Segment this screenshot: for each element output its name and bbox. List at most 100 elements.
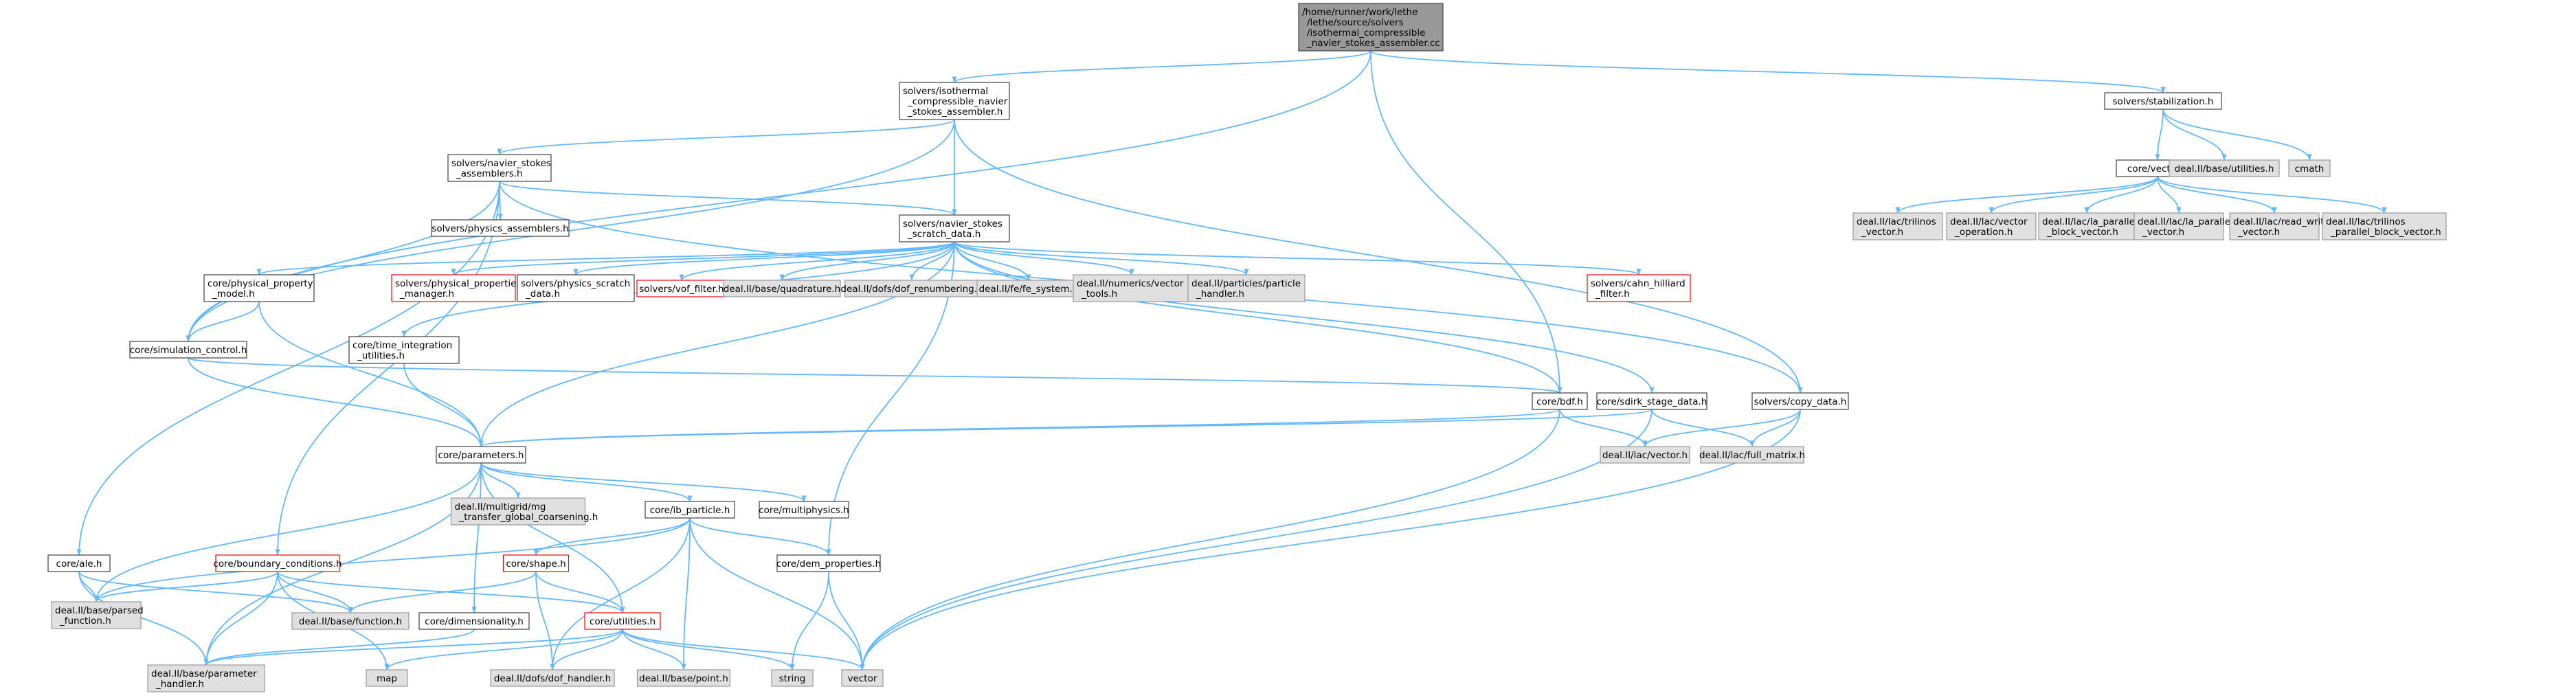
node-vof-filter[interactable]: solvers/vof_filter.h bbox=[636, 280, 727, 297]
node-label: _handler.h bbox=[1196, 289, 1244, 300]
edge-nssd-h-to-vof-filter bbox=[679, 241, 955, 281]
node-label: deal.II/fe/fe_system.h bbox=[979, 284, 1079, 295]
node-box bbox=[1600, 446, 1690, 464]
node-full-matrix: deal.II/lac/full_matrix.h bbox=[1699, 446, 1805, 464]
edge-sdirk-to-std-vector bbox=[860, 409, 1653, 670]
node-sdirk[interactable]: core/sdirk_stage_data.h bbox=[1596, 392, 1707, 410]
node-time-int[interactable]: core/time_integration_utilities.h bbox=[348, 336, 460, 364]
node-string: string bbox=[771, 669, 814, 687]
node-phys-assemblers[interactable]: solvers/physics_assemblers.h bbox=[431, 219, 570, 237]
node-label: deal.II/lac/trilinos bbox=[2326, 216, 2406, 227]
node-label: deal.II/lac/vector bbox=[1950, 216, 2028, 227]
edge-iso-h-to-sim-control bbox=[186, 119, 955, 342]
edge-ib-particle-to-dem-props bbox=[689, 517, 831, 556]
node-label: core/boundary_conditions.h bbox=[213, 558, 341, 569]
node-iso-h[interactable]: solvers/isothermal_compressible_navier_s… bbox=[899, 82, 1010, 120]
edge-ale-to-base-fn bbox=[78, 571, 353, 613]
node-bdf[interactable]: core/bdf.h bbox=[1532, 392, 1588, 410]
node-box bbox=[129, 341, 247, 359]
node-label: deal.II/lac/read_write bbox=[2233, 216, 2330, 227]
node-point: deal.II/base/point.h bbox=[636, 669, 731, 687]
node-box bbox=[1852, 212, 1943, 240]
node-label: vector bbox=[848, 673, 877, 684]
node-label: _vector.h bbox=[2142, 227, 2184, 238]
node-label: core/parameters.h bbox=[438, 450, 524, 461]
edge-time-int-to-parameters bbox=[403, 363, 484, 447]
node-label: _utilities.h bbox=[357, 350, 405, 361]
node-box bbox=[431, 219, 570, 237]
node-label: deal.II/base/point.h bbox=[639, 673, 728, 684]
node-phys-prop-mgr[interactable]: solvers/physical_properties_manager.h bbox=[391, 274, 521, 302]
edge-vector-core-to-vector-operation bbox=[1989, 176, 2158, 214]
node-box bbox=[1587, 274, 1691, 302]
edge-ib-particle-to-std-vector bbox=[689, 517, 865, 670]
node-copy-h[interactable]: solvers/copy_data.h bbox=[1751, 392, 1849, 410]
node-la-par-block: deal.II/lac/la_parallel_block_vector.h bbox=[2038, 212, 2138, 240]
node-root[interactable]: /home/runner/work/lethe/lethe/source/sol… bbox=[1298, 3, 1444, 52]
node-boundary[interactable]: core/boundary_conditions.h bbox=[213, 554, 342, 572]
edge-nssd-h-to-cahn-filter bbox=[954, 241, 1642, 275]
node-param-handler: deal.II/base/parameter_handler.h bbox=[147, 664, 265, 692]
node-dimensionality[interactable]: core/dimensionality.h bbox=[418, 612, 530, 630]
node-label: deal.II/base/parsed bbox=[55, 605, 144, 616]
node-label: _operation.h bbox=[1954, 227, 2013, 238]
node-parameters[interactable]: core/parameters.h bbox=[436, 446, 526, 464]
node-label: solvers/stabilization.h bbox=[2113, 96, 2214, 107]
node-label: string bbox=[779, 673, 806, 684]
node-numerics-vec: deal.II/numerics/vector_tools.h bbox=[1073, 274, 1191, 302]
node-box bbox=[2322, 212, 2447, 240]
node-label: _stokes_assembler.h bbox=[907, 106, 1003, 117]
edge-nssd-h-to-quadrature bbox=[779, 241, 955, 281]
node-lac-vector: deal.II/lac/vector.h bbox=[1600, 446, 1690, 464]
node-label: _block_vector.h bbox=[2046, 227, 2118, 238]
node-label: solvers/vof_filter.h bbox=[639, 284, 724, 295]
node-label: _tools.h bbox=[1081, 289, 1117, 300]
node-ale[interactable]: core/ale.h bbox=[47, 554, 111, 572]
node-phys-scratch[interactable]: solvers/physics_scratch_data.h bbox=[517, 274, 635, 302]
node-label: deal.II/lac/full_matrix.h bbox=[1699, 450, 1805, 461]
node-box bbox=[447, 154, 552, 182]
edge-iso-h-to-copy-h bbox=[954, 119, 1803, 394]
node-multiphysics[interactable]: core/multiphysics.h bbox=[759, 501, 849, 519]
edge-vector-core-to-read-write bbox=[2157, 176, 2277, 214]
node-dem-props[interactable]: core/dem_properties.h bbox=[776, 554, 881, 572]
node-fe-system: deal.II/fe/fe_system.h bbox=[976, 280, 1081, 297]
node-nssd-h[interactable]: solvers/navier_stokes_scratch_data.h bbox=[899, 214, 1010, 242]
node-utilities-core[interactable]: core/utilities.h bbox=[584, 612, 661, 630]
node-parsed-fn: deal.II/base/parsed_function.h bbox=[51, 601, 144, 629]
node-stab-h[interactable]: solvers/stabilization.h bbox=[2104, 92, 2222, 110]
node-label: /isothermal_compressible bbox=[1307, 27, 1425, 38]
node-label: _compressible_navier bbox=[907, 96, 1008, 107]
node-box bbox=[215, 554, 340, 572]
edge-shape-to-dof-handler bbox=[535, 571, 555, 670]
edge-utilities-core-to-map bbox=[384, 629, 623, 670]
edge-nsa-h-to-nssd-h bbox=[499, 181, 957, 216]
node-cahn-filter[interactable]: solvers/cahn_hilliard_filter.h bbox=[1587, 274, 1691, 302]
edge-root-to-bdf bbox=[1370, 50, 1563, 394]
edge-parameters-to-mg-transfer bbox=[480, 462, 521, 499]
node-label: deal.II/base/quadrature.h bbox=[724, 284, 840, 295]
edge-parameters-to-ib-particle bbox=[480, 462, 693, 502]
node-label: deal.II/multigrid/mg bbox=[455, 501, 546, 512]
edge-ale-to-parsed-fn bbox=[78, 571, 99, 602]
node-label: deal.II/lac/la_parallel bbox=[2042, 216, 2138, 227]
node-box bbox=[418, 612, 530, 630]
node-phys-prop-model[interactable]: core/physical_property_model.h bbox=[203, 274, 315, 302]
node-label: core/ib_particle.h bbox=[650, 505, 730, 516]
node-vector-operation: deal.II/lac/vector_operation.h bbox=[1946, 212, 2037, 240]
node-box bbox=[1700, 446, 1804, 464]
node-ib-particle[interactable]: core/ib_particle.h bbox=[645, 501, 735, 519]
node-shape[interactable]: core/shape.h bbox=[502, 554, 570, 572]
edge-nssd-h-to-phys-prop-model bbox=[256, 241, 955, 275]
edge-nsa-h-to-ale bbox=[76, 181, 500, 556]
node-label: _handler.h bbox=[155, 679, 204, 690]
node-nsa-h[interactable]: solvers/navier_stokes_assemblers.h bbox=[447, 154, 552, 182]
node-sim-control[interactable]: core/simulation_control.h bbox=[129, 341, 247, 359]
node-layer: /home/runner/work/lethe/lethe/source/sol… bbox=[47, 3, 2447, 692]
node-box bbox=[502, 554, 570, 572]
node-box bbox=[436, 446, 526, 464]
edge-nssd-h-to-particle-handler bbox=[954, 241, 1249, 275]
node-box bbox=[1946, 212, 2037, 240]
node-label: deal.II/base/function.h bbox=[299, 616, 402, 627]
edge-dem-props-to-std-vector bbox=[828, 571, 865, 670]
